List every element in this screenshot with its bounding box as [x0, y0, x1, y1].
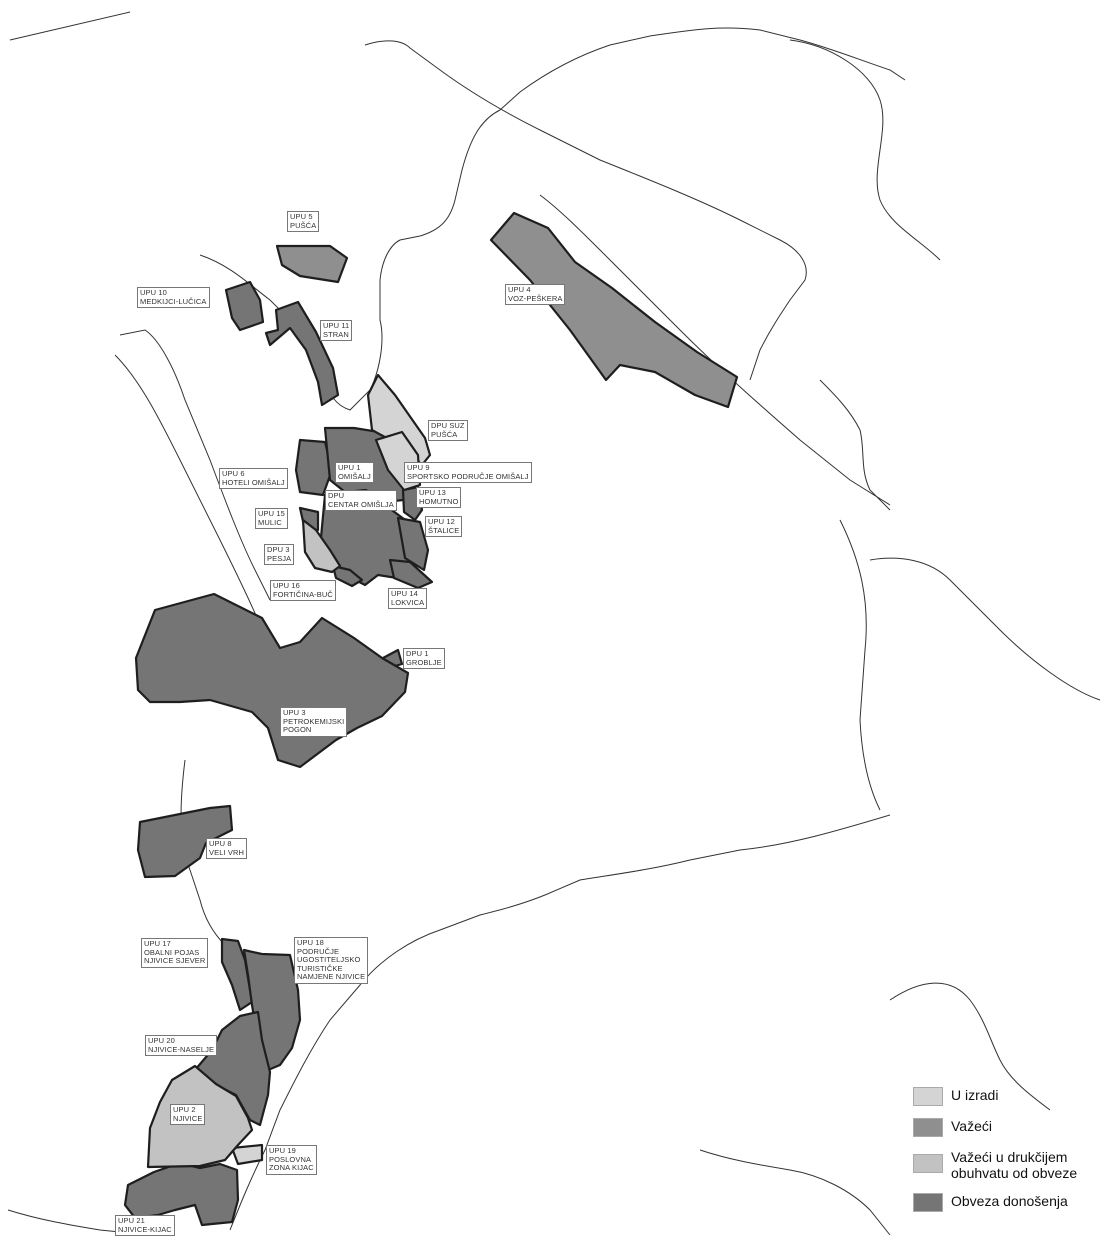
coastline-peninsula [364, 40, 807, 381]
legend-label: U izradi [951, 1087, 999, 1103]
legend-label: Važeći u drukčijem obuhvatu od obveze [951, 1149, 1078, 1181]
coast-east-headland [869, 557, 1101, 701]
zone-upu12 [396, 516, 430, 572]
zone-dpu3 [301, 518, 342, 574]
coast-bottom-east [699, 1149, 891, 1236]
zone-upu6 [294, 438, 334, 497]
coast-inner-line [114, 354, 276, 641]
planning-zones [123, 211, 739, 1227]
zone-upu4 [489, 211, 739, 409]
legend-item-vazeci: Važeći [913, 1118, 1103, 1137]
zone-upu10 [224, 280, 265, 332]
zone-upu19 [230, 1143, 264, 1166]
zone-dpu-suz [366, 373, 432, 467]
zone-upu5 [275, 244, 349, 284]
zone-upu11 [264, 300, 340, 407]
legend-swatch-vazeci-drukciji [913, 1154, 943, 1173]
legend-swatch-vazeci [913, 1118, 943, 1137]
zone-upu3 [134, 592, 410, 769]
island-south-boundary [229, 814, 891, 1231]
legend-swatch-obveza [913, 1193, 943, 1212]
coast-west-inner [119, 329, 271, 601]
legend-label: Obveza donošenja [951, 1193, 1068, 1209]
map-legend: U izradi Važeći Važeći u drukčijem obuhv… [913, 1087, 1103, 1224]
zone-upu16 [331, 564, 364, 588]
legend-swatch-u-izradi [913, 1087, 943, 1106]
zone-upu14 [388, 558, 434, 590]
island-east-boundary [539, 194, 891, 811]
zone-upu8 [136, 804, 234, 879]
coast-bottom-left [7, 1209, 121, 1233]
legend-item-u-izradi: U izradi [913, 1087, 1103, 1106]
coast-east-cape [789, 39, 941, 261]
legend-item-obveza: Obveza donošenja [913, 1193, 1103, 1212]
legend-label: Važeći [951, 1118, 992, 1134]
legend-item-vazeci-drukciji: Važeći u drukčijem obuhvatu od obveze [913, 1149, 1103, 1181]
coast-east-bay [819, 379, 891, 511]
coast-southeast-wavy [889, 982, 1051, 1111]
coastline-top-left [9, 11, 131, 41]
coast-southwest [180, 759, 226, 946]
